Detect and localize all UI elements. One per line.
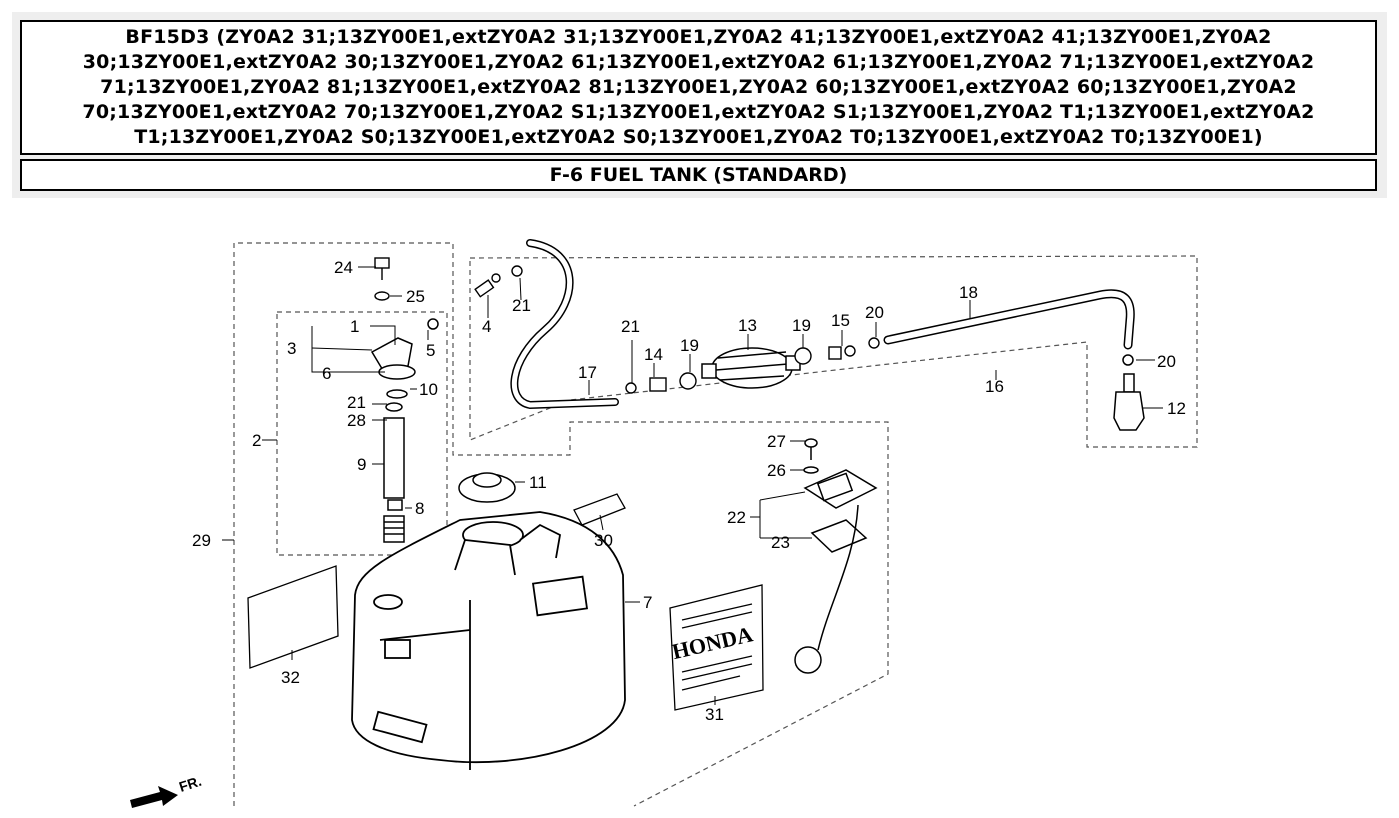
callout-15: 15: [831, 311, 850, 330]
callout-6: 6: [322, 364, 331, 383]
callout-2: 2: [252, 431, 261, 450]
callout-18: 18: [959, 283, 978, 302]
assembly-frame-29: [233, 242, 889, 807]
vent-cap-11: [458, 472, 516, 503]
front-marker-text: FR.: [177, 773, 203, 795]
section-title-box: F-6 FUEL TANK (STANDARD): [20, 159, 1377, 191]
callout-16: 16: [985, 377, 1004, 396]
callout-10: 10: [419, 380, 438, 399]
callout-20-joint: 20: [1157, 352, 1176, 371]
callout-20-line: 20: [865, 303, 884, 322]
callout-25: 25: [406, 287, 425, 306]
callout-17: 17: [578, 363, 597, 382]
callout-24: 24: [334, 258, 353, 277]
primer-bulb-13: [701, 347, 801, 389]
header-panel: BF15D3 (ZY0A2 31;13ZY00E1,extZY0A2 31;13…: [12, 12, 1387, 198]
callout-19-right: 19: [792, 316, 811, 335]
hose-18: [883, 289, 1135, 350]
fuel-line-fittings: [625, 337, 880, 394]
cap-assembly-frame-2: [276, 311, 448, 556]
callout-5: 5: [426, 341, 435, 360]
clip-21-top: [511, 265, 523, 277]
callout-21-line: 21: [621, 317, 640, 336]
title-box: BF15D3 (ZY0A2 31;13ZY00E1,extZY0A2 31;13…: [20, 20, 1377, 155]
callout-13: 13: [738, 316, 757, 335]
label-30: [573, 493, 626, 526]
joint-12: [1113, 354, 1145, 431]
fuel-gauge-22: [794, 438, 878, 674]
section-title: F-6 FUEL TANK (STANDARD): [549, 164, 848, 186]
callout-30: 30: [594, 531, 613, 550]
callout-4: 4: [482, 317, 491, 336]
front-direction-marker: FR.: [130, 773, 203, 808]
callout-7: 7: [643, 593, 652, 612]
callout-23: 23: [771, 533, 790, 552]
connector-4: [474, 273, 501, 298]
decal-31: HONDA: [669, 584, 764, 711]
callout-labels: 24 25 1 5 3 6 10 21 28 2 9 8 29 32 11 30…: [192, 258, 1186, 724]
filter-tube-9: [383, 417, 405, 543]
callout-21-hose: 21: [512, 296, 531, 315]
bolt-24: [374, 257, 390, 301]
callout-8: 8: [415, 499, 424, 518]
callout-29: 29: [192, 531, 211, 550]
callout-1: 1: [350, 317, 359, 336]
callout-11: 11: [529, 473, 547, 492]
callout-19-left: 19: [680, 336, 699, 355]
fuel-cap-1: [370, 318, 439, 412]
callout-12: 12: [1167, 399, 1186, 418]
callout-3: 3: [287, 339, 296, 358]
sheet-32: [247, 565, 339, 669]
fuel-tank-diagram: HONDA FR.: [130, 239, 1198, 808]
callout-21-cap: 21: [347, 393, 366, 412]
model-title: BF15D3 (ZY0A2 31;13ZY00E1,extZY0A2 31;13…: [82, 26, 1315, 148]
callout-28: 28: [347, 411, 366, 430]
callout-32: 32: [281, 668, 300, 687]
fuel-tank-7: [351, 511, 626, 770]
callout-31: 31: [705, 705, 724, 724]
callout-27: 27: [767, 432, 786, 451]
callout-9: 9: [357, 455, 366, 474]
callout-26: 26: [767, 461, 786, 480]
leader-lines: [222, 266, 1163, 705]
callout-22: 22: [727, 508, 746, 527]
callout-14: 14: [644, 345, 663, 364]
